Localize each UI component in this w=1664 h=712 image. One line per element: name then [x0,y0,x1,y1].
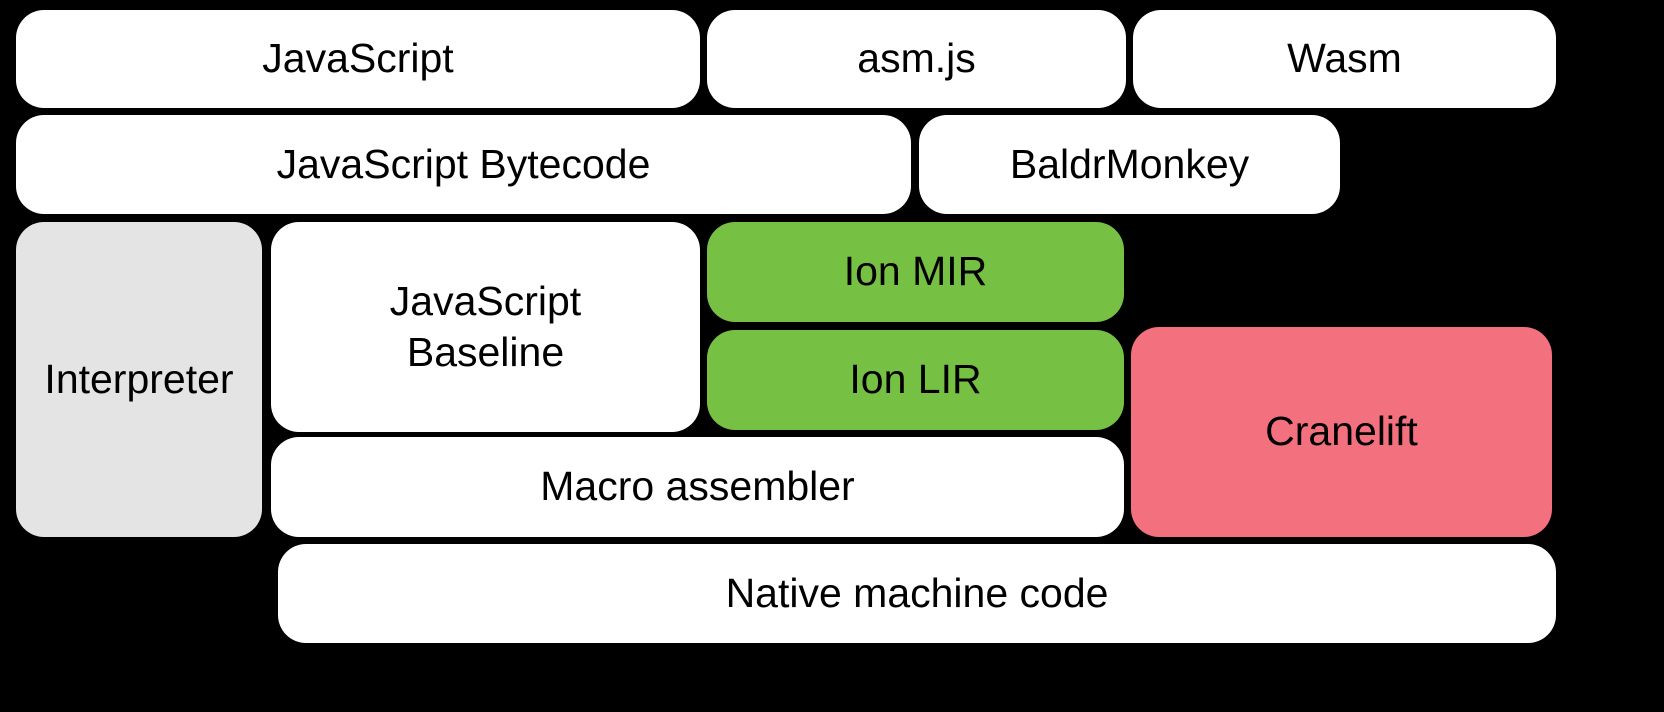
node-javascript-baseline: JavaScript Baseline [271,222,700,432]
node-javascript-bytecode-label: JavaScript Bytecode [276,140,651,187]
node-macro-assembler-label: Macro assembler [540,463,855,510]
node-macro-assembler: Macro assembler [271,437,1124,537]
node-cranelift-label: Cranelift [1265,408,1418,455]
node-baldrmonkey-label: BaldrMonkey [1009,140,1250,187]
node-wasm: Wasm [1133,10,1556,108]
node-interpreter-label: Interpreter [44,355,234,402]
node-cranelift: Cranelift [1131,327,1552,537]
node-interpreter: Interpreter [16,222,262,537]
node-ion-mir-label: Ion MIR [843,248,988,295]
node-native-machine-code: Native machine code [278,544,1556,643]
node-native-machine-code-label: Native machine code [725,569,1109,616]
node-wasm-label: Wasm [1287,35,1402,82]
node-asmjs-label: asm.js [857,35,976,82]
node-baldrmonkey: BaldrMonkey [919,115,1340,214]
node-ion-lir-label: Ion LIR [849,356,982,403]
node-ion-lir: Ion LIR [707,330,1124,430]
node-asmjs: asm.js [707,10,1126,108]
node-javascript-bytecode: JavaScript Bytecode [16,115,911,214]
node-ion-mir: Ion MIR [707,222,1124,322]
node-javascript-label: JavaScript [262,35,454,82]
node-javascript-baseline-label: JavaScript Baseline [389,277,582,375]
node-javascript: JavaScript [16,10,700,108]
